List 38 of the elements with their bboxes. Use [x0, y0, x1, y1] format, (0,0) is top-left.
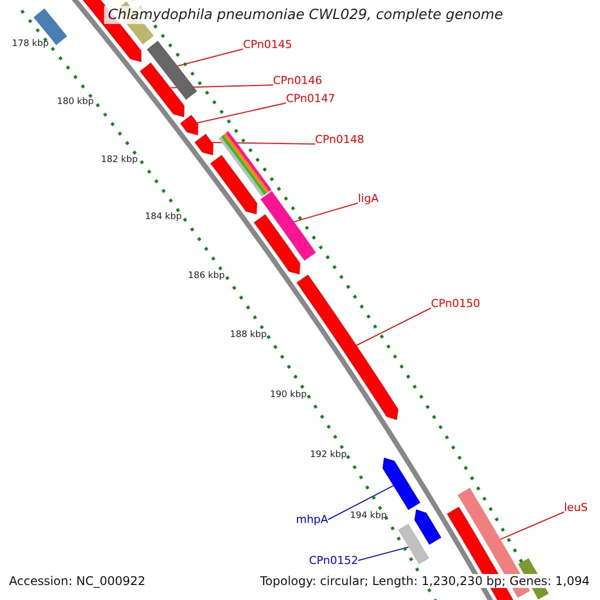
gene-label: mhpA	[296, 513, 328, 526]
accession-text: Accession: NC_000922	[9, 574, 146, 588]
leader-line	[358, 546, 410, 561]
tick-label: 182 kbp	[101, 155, 138, 165]
tick-label: 186 kbp	[188, 271, 225, 281]
leader-line	[196, 102, 286, 124]
tick-label: 188 kbp	[230, 330, 267, 340]
gene-feature	[194, 134, 214, 156]
leader-line	[177, 48, 244, 67]
tick-label: 190 kbp	[270, 390, 307, 400]
gene-feature	[210, 155, 258, 214]
gene-label: leuS	[564, 501, 588, 514]
tick-label: 192 kbp	[310, 450, 347, 460]
tick-label: 178 kbp	[12, 39, 49, 49]
gene-label: CPn0152	[309, 554, 358, 567]
gene-label: ligA	[358, 192, 379, 205]
gene-feature	[146, 40, 198, 100]
gene-feature	[254, 214, 300, 274]
gene-feature	[260, 191, 316, 261]
gene-feature	[218, 131, 272, 197]
leader-line	[294, 202, 358, 222]
gene-label: CPn0147	[286, 92, 336, 105]
tick-label: 184 kbp	[145, 212, 182, 222]
leader-line	[328, 485, 394, 520]
genome-stats-text: Topology: circular; Length: 1,230,230 bp; Genes: 1,094	[260, 574, 590, 588]
gene-feature	[382, 458, 420, 510]
leader-line	[500, 512, 564, 540]
gene-feature	[398, 524, 430, 564]
gene-label: CPn0145	[243, 38, 292, 51]
gene-label: CPn0146	[273, 74, 322, 87]
tick-label: 194 kbp	[350, 511, 387, 521]
gene-label: CPn0150	[431, 297, 480, 310]
gene-label: CPn0148	[315, 133, 364, 146]
gene-feature	[180, 114, 198, 136]
gene-feature	[140, 62, 184, 118]
tick-label: 180 kbp	[57, 97, 94, 107]
leader-line	[356, 308, 432, 346]
gene-feature	[414, 509, 442, 545]
